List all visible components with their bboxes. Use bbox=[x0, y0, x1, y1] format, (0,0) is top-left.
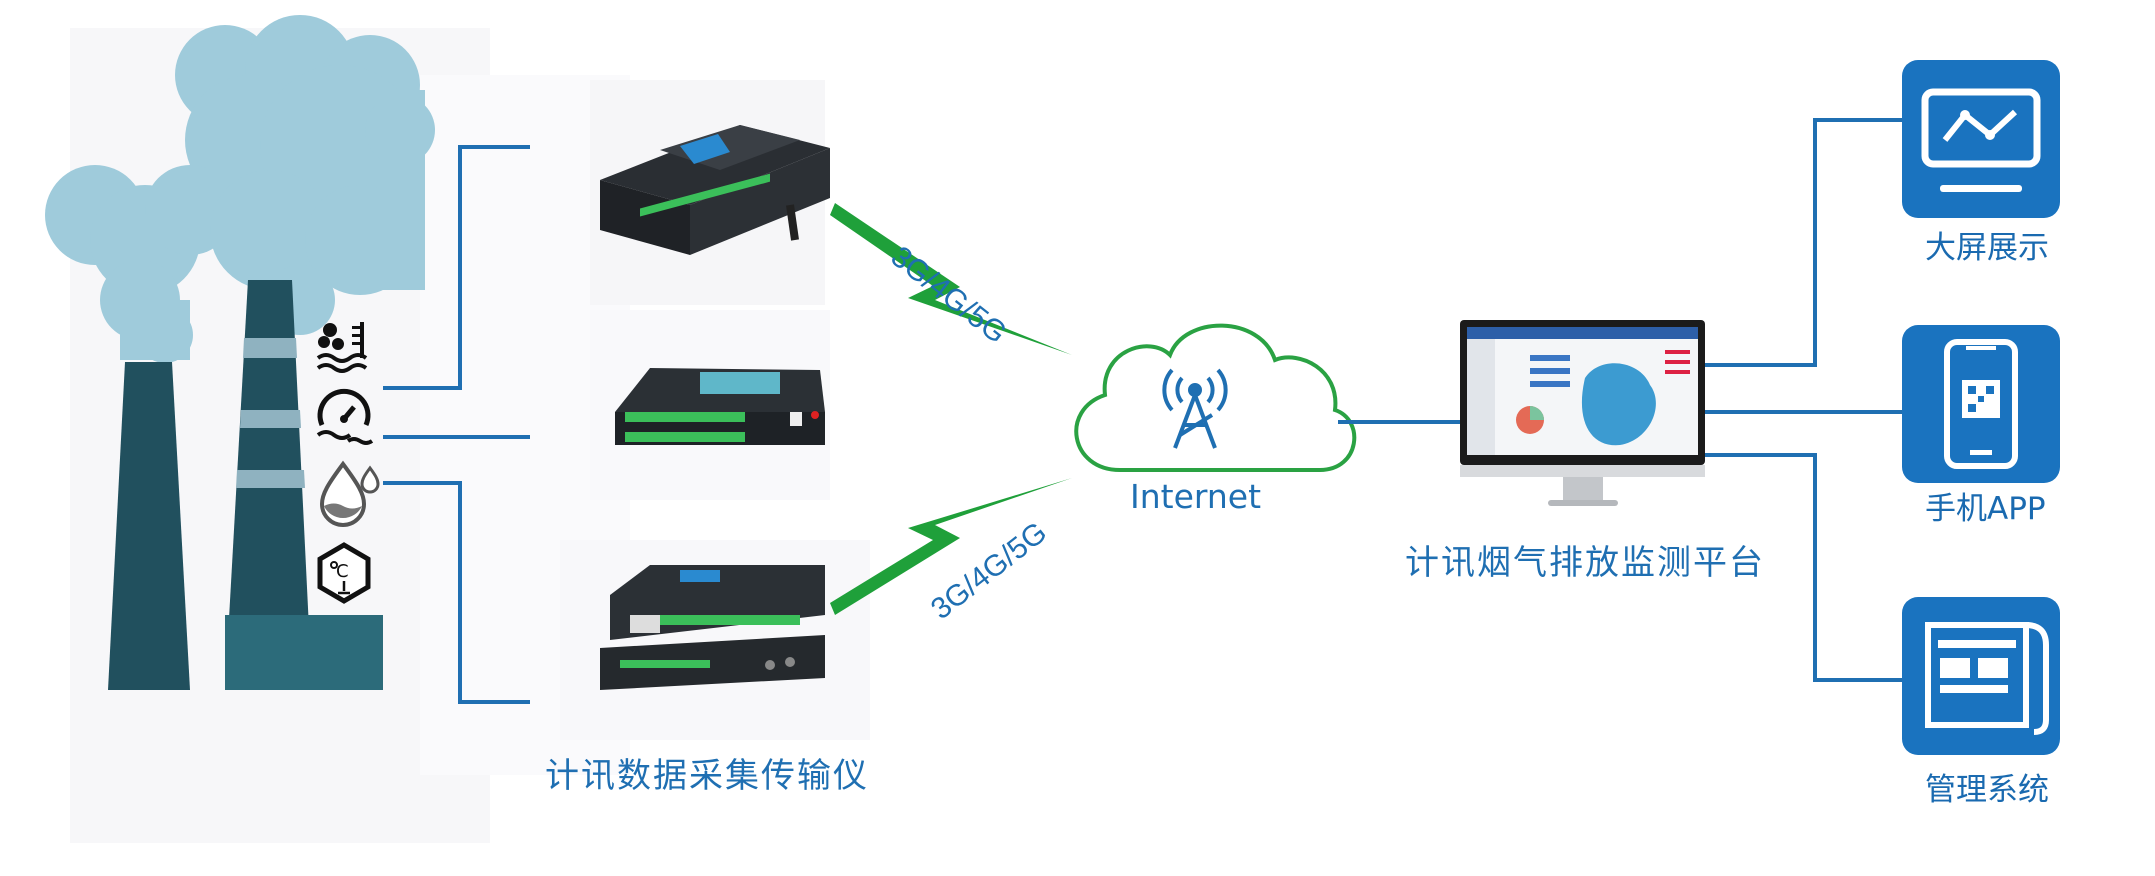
platform-app-links bbox=[1705, 118, 1902, 682]
factory-base bbox=[225, 615, 383, 690]
lightning-bottom bbox=[830, 478, 1072, 615]
internet-cloud bbox=[1074, 323, 1357, 472]
app-label-management: 管理系统 bbox=[1925, 772, 2049, 808]
platform-label: 计讯烟气排放监测平台 bbox=[1405, 543, 1765, 583]
platform-monitor bbox=[1460, 320, 1705, 506]
internet-label: Internet bbox=[1130, 477, 1262, 516]
humidity-drop-icon bbox=[319, 460, 380, 527]
data-collector-device-1 bbox=[600, 125, 830, 255]
lightning-top bbox=[830, 203, 1072, 355]
data-collector-device-3 bbox=[600, 565, 825, 690]
chimney-left bbox=[108, 362, 190, 690]
svg-text:C: C bbox=[336, 561, 349, 582]
cell-tower-icon bbox=[1162, 368, 1228, 449]
app-tile-mobile bbox=[1902, 325, 2060, 483]
app-label-mobile: 手机APP bbox=[1925, 491, 2046, 527]
data-collector-device-2 bbox=[615, 368, 825, 445]
app-tile-management bbox=[1902, 597, 2060, 755]
collector-label: 计讯数据采集传输仪 bbox=[545, 756, 869, 796]
smoke-cloud bbox=[45, 15, 435, 363]
water-level-icon bbox=[316, 322, 368, 373]
temperature-icon: C bbox=[317, 542, 371, 604]
app-label-big-screen: 大屏展示 bbox=[1925, 230, 2049, 266]
sensor-links bbox=[383, 145, 530, 704]
chimney-right bbox=[225, 280, 312, 690]
app-tile-big-screen bbox=[1902, 60, 2060, 218]
pressure-gauge-icon bbox=[316, 388, 374, 445]
